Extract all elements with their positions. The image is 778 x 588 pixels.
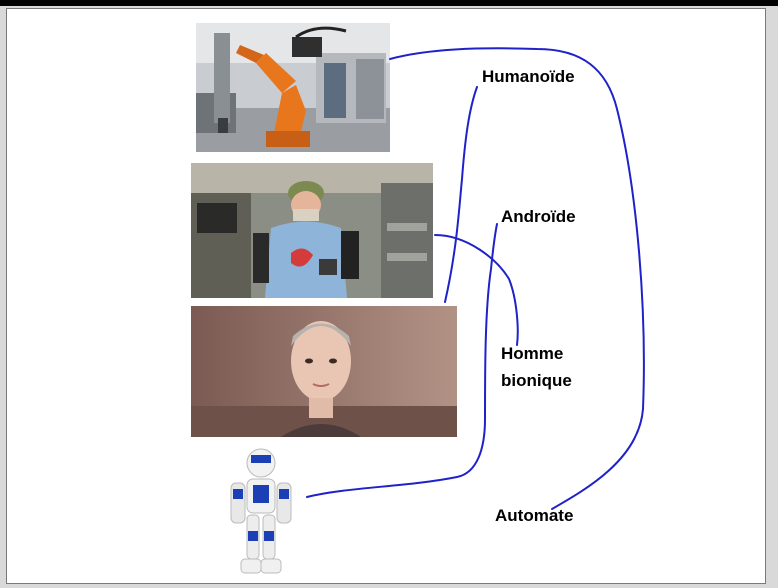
line-sophia-to-humanoide xyxy=(444,86,478,303)
label-homme-bionique-line2: bionique xyxy=(501,371,572,390)
top-border xyxy=(0,0,778,6)
bionic-man-image xyxy=(191,163,433,298)
label-homme-bionique-line1: Homme xyxy=(501,344,564,363)
industrial-robot-arm-image xyxy=(196,23,390,152)
label-humanoide: Humanoïde xyxy=(482,67,575,86)
label-androide: Androïde xyxy=(501,207,576,226)
slide-canvas: Humanoïde Androïde Homme bionique Automa… xyxy=(6,8,766,584)
sophia-android-image xyxy=(191,306,457,437)
nao-robot-image xyxy=(219,445,303,581)
label-automate: Automate xyxy=(495,506,574,525)
